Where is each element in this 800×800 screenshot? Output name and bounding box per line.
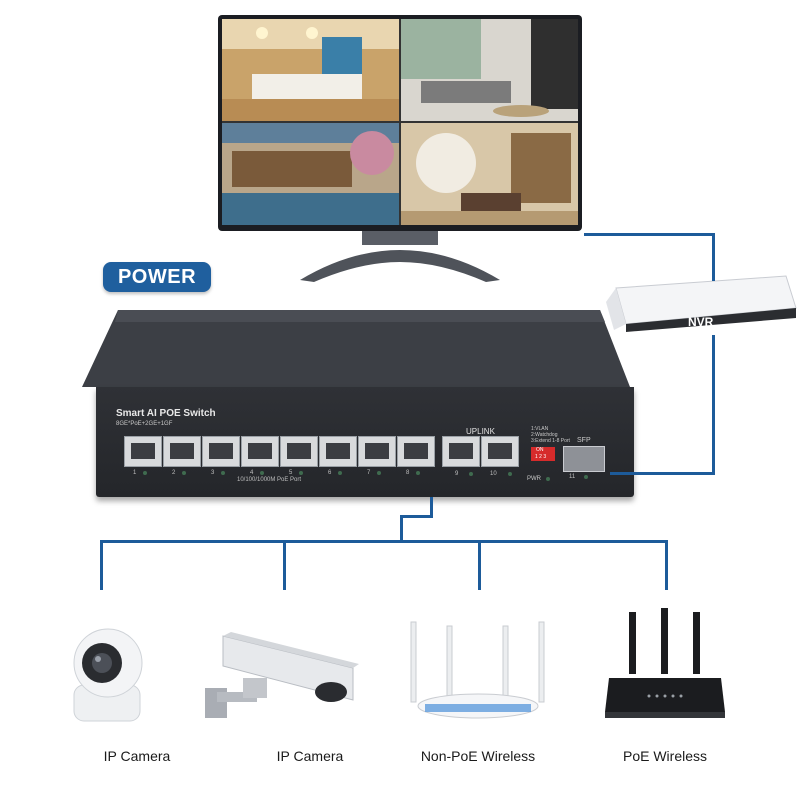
sfp-port[interactable] (563, 446, 605, 472)
port-led (221, 471, 225, 475)
port-led (416, 471, 420, 475)
port-led (182, 471, 186, 475)
wire-drop-1 (100, 540, 103, 590)
monitor-stand-neck (362, 231, 438, 245)
port-number: 8 (406, 470, 410, 476)
wire-switch-jog (400, 515, 433, 518)
poe-port-1[interactable] (124, 436, 162, 467)
wire-drop-2 (283, 540, 286, 590)
poe-port-5[interactable] (280, 436, 318, 467)
poe-port-caption: 10/100/1000M PoE Port (237, 477, 302, 483)
power-badge: POWER (103, 262, 211, 292)
port-led (299, 471, 303, 475)
device-label-poe-wireless: PoE Wireless (622, 748, 708, 764)
port-led (469, 472, 473, 476)
dip-legend-line: 3:Extend 1-8 Port (531, 438, 570, 444)
sfp-label: SFP (577, 437, 591, 444)
wire-drop-3 (478, 540, 481, 590)
port-led (584, 475, 588, 479)
wire-switch-trunk (400, 515, 403, 542)
wire-monitor-nvr-h (584, 233, 715, 236)
pwr-led (546, 477, 550, 481)
port-number: 3 (211, 470, 215, 476)
device-label-non-poe-wireless: Non-PoE Wireless (420, 748, 536, 764)
device-label-ip-camera-2: IP Camera (276, 748, 344, 764)
uplink-label: UPLINK (466, 427, 495, 436)
dip-legend-line: 2:Watchdog (531, 432, 558, 438)
port-led (338, 471, 342, 475)
port-number: 1 (133, 470, 137, 476)
port-number: 4 (250, 470, 254, 476)
port-led (260, 471, 264, 475)
camera-feed-exterior (222, 123, 399, 225)
poe-port-7[interactable] (358, 436, 396, 467)
poe-port-2[interactable] (163, 436, 201, 467)
monitor-stand-base (300, 250, 500, 282)
dip-numbers: 1 2 3 (535, 454, 547, 460)
dip-on-label: ON (536, 447, 544, 453)
wire-switch-down (430, 497, 433, 517)
port-number: 10 (490, 471, 497, 477)
uplink-port-9[interactable] (442, 436, 480, 467)
switch-subtitle: 8GE*PoE+2GE+1GF (116, 421, 173, 427)
router-black-icon (605, 608, 725, 718)
port-number: 9 (455, 471, 459, 477)
port-number: 2 (172, 470, 176, 476)
port-led (143, 471, 147, 475)
nvr-device: NVR (606, 275, 797, 332)
switch-title: Smart AI POE Switch (116, 408, 216, 419)
device-label-ip-camera-1: IP Camera (103, 748, 171, 764)
router-white-icon (410, 621, 545, 719)
poe-port-3[interactable] (202, 436, 240, 467)
wire-monitor-nvr-v (712, 233, 715, 281)
poe-port-6[interactable] (319, 436, 357, 467)
pwr-label: PWR (527, 476, 541, 482)
dip-switch-legend: 1:VLAN 2:Watchdog 3:Extend 1-8 Port (531, 426, 570, 444)
port-led (508, 472, 512, 476)
dome-camera-icon (73, 628, 143, 722)
port-number: 6 (328, 470, 332, 476)
dip-legend-line: 1:VLAN (531, 426, 549, 432)
nvr-label: NVR (688, 315, 714, 329)
camera-feed-lounge (401, 19, 578, 121)
wire-drop-4 (665, 540, 668, 590)
camera-feed-tea-room (401, 123, 578, 225)
port-number: 5 (289, 470, 293, 476)
wire-nvr-switch-v (712, 335, 715, 475)
bullet-camera-icon (205, 632, 359, 718)
port-number: 7 (367, 470, 371, 476)
port-number: 11 (569, 474, 576, 480)
poe-port-4[interactable] (241, 436, 279, 467)
camera-feed-living-room (222, 19, 399, 121)
monitor-screen (222, 19, 578, 225)
poe-port-8[interactable] (397, 436, 435, 467)
wire-nvr-switch-h (610, 472, 715, 475)
dip-switch[interactable]: ON 1 2 3 (531, 447, 555, 461)
uplink-port-10[interactable] (481, 436, 519, 467)
switch-top-panel (82, 310, 630, 387)
wire-bus (100, 540, 668, 543)
port-led (377, 471, 381, 475)
